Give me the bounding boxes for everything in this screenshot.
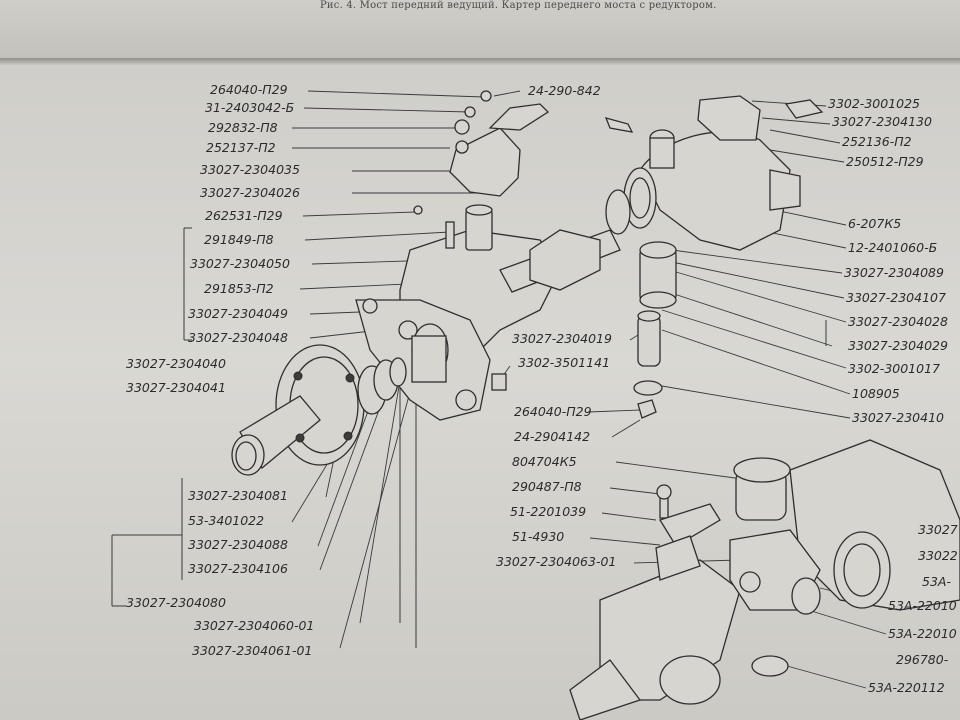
part-label: 51-4930 — [512, 529, 564, 544]
part-label: 33027-2304061-01 — [192, 643, 312, 658]
part-label: 33027 — [918, 522, 958, 537]
part-label: 33027-2304080 — [126, 595, 226, 610]
axle-housing — [355, 204, 621, 421]
part-label: 290487-П8 — [512, 479, 582, 494]
part-label: 296780- — [896, 652, 949, 667]
part-label: 33027-2304026 — [200, 185, 300, 200]
part-label: 264040-П29 — [514, 404, 592, 419]
figure-caption: Рис. 4. Мост передний ведущий. Картер пе… — [320, 0, 717, 11]
part-label: 33027-2304063-01 — [496, 554, 616, 569]
part-label: 33027-2304106 — [188, 561, 288, 576]
wheel-hub-spindle — [231, 344, 407, 476]
part-label: 33027-2304107 — [846, 290, 946, 305]
part-label: 250512-П29 — [846, 154, 924, 169]
right-labels: 3302-3001025 33027-2304130 252136-П2 250… — [828, 96, 958, 695]
part-label: 252137-П2 — [206, 140, 276, 155]
part-label: 53-3401022 — [188, 513, 264, 528]
part-label: 804704К5 — [512, 454, 577, 469]
part-label: 33027-2304041 — [126, 380, 226, 395]
part-label: 24-290-842 — [528, 83, 601, 98]
part-label: 24-2904142 — [514, 429, 590, 444]
part-label: 33027-2304049 — [188, 306, 288, 321]
steering-knuckle-upper — [604, 95, 824, 251]
part-label: 108905 — [852, 386, 900, 401]
previous-page-strip — [0, 0, 960, 60]
center-labels: 24-290-842 33027-2304019 3302-3501141 26… — [496, 83, 616, 569]
part-label: 33027-2304019 — [512, 331, 612, 346]
part-label: 53А-22010 — [888, 598, 957, 613]
part-label: 53А-22010 — [888, 626, 957, 641]
part-label: 33027-2304088 — [188, 537, 288, 552]
part-label: 33027-230410 — [852, 410, 944, 425]
part-label: 33027-2304048 — [188, 330, 288, 345]
part-label: 33027-2304130 — [832, 114, 932, 129]
part-label: 12-2401060-Б — [848, 240, 937, 255]
part-label: 291853-П2 — [204, 281, 274, 296]
part-label: 6-207К5 — [848, 216, 901, 231]
part-label: 264040-П29 — [210, 82, 288, 97]
part-label: 51-2201039 — [510, 504, 586, 519]
part-label: 33027-2304050 — [190, 256, 290, 271]
lower-knuckle — [569, 439, 960, 720]
part-label: 33027-2304028 — [848, 314, 948, 329]
part-label: 53А-220112 — [868, 680, 945, 695]
part-label: 33027-2304081 — [188, 488, 288, 503]
part-label: 33027-2304089 — [844, 265, 944, 280]
part-label: 33027-2304060-01 — [194, 618, 314, 633]
part-label: 3302-3001017 — [848, 361, 940, 376]
left-labels: 264040-П29 31-2403042-Б 292832-П8 252137… — [126, 82, 314, 658]
steering-arm — [413, 90, 550, 215]
part-label: 33027-2304040 — [126, 356, 226, 371]
part-label: 53А- — [922, 574, 951, 589]
part-label: 291849-П8 — [204, 232, 274, 247]
part-label: 292832-П8 — [208, 120, 278, 135]
part-label: 31-2403042-Б — [205, 100, 294, 115]
part-label: 3302-3001025 — [828, 96, 920, 111]
part-label: 33027-2304035 — [200, 162, 300, 177]
part-label: 3302-3501141 — [518, 355, 610, 370]
part-label: 33022 — [918, 548, 958, 563]
kingpin-parts — [633, 241, 677, 419]
page-fold — [0, 58, 960, 66]
part-label: 262531-П29 — [205, 208, 283, 223]
part-label: 33027-2304029 — [848, 338, 948, 353]
part-label: 252136-П2 — [842, 134, 912, 149]
